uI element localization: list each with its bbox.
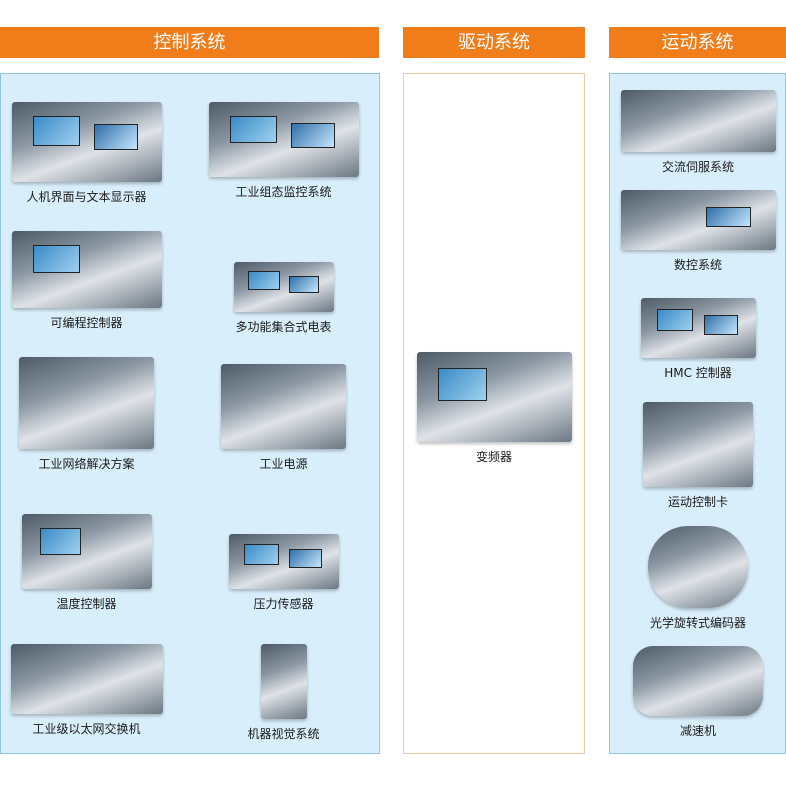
power-meter-icon xyxy=(233,262,334,312)
motion-card-icon xyxy=(643,402,753,487)
motion-card-item[interactable]: 运动控制卡 xyxy=(618,402,778,510)
pressure-sensor-label: 压力传感器 xyxy=(253,597,314,611)
gear-reducer-icon xyxy=(633,646,763,716)
inverter-item[interactable]: 变频器 xyxy=(414,352,574,465)
motion-card-label: 运动控制卡 xyxy=(667,495,728,509)
control-system-header[interactable]: 控制系统 xyxy=(0,27,379,58)
power-supply-icon xyxy=(221,364,346,449)
hmc-controller-label: HMC 控制器 xyxy=(664,366,732,380)
ethernet-switch-icon xyxy=(10,644,163,714)
servo-system-item[interactable]: 交流伺服系统 xyxy=(618,90,778,175)
power-meter-label: 多功能集合式电表 xyxy=(235,320,332,334)
pressure-sensor-item[interactable]: 压力传感器 xyxy=(206,534,361,612)
inverter-label: 变频器 xyxy=(475,450,512,464)
motion-system-header[interactable]: 运动系统 xyxy=(609,27,786,58)
plc-icon xyxy=(11,231,162,308)
hmc-controller-item[interactable]: HMC 控制器 xyxy=(618,298,778,381)
pressure-sensor-icon xyxy=(228,534,339,589)
hmi-display-item[interactable]: 人机界面与文本显示器 xyxy=(9,102,164,205)
power-meter-item[interactable]: 多功能集合式电表 xyxy=(206,262,361,335)
temperature-controller-icon xyxy=(21,514,152,589)
machine-vision-icon xyxy=(260,644,307,719)
scada-monitor-label: 工业组态监控系统 xyxy=(235,185,332,199)
gear-reducer-item[interactable]: 减速机 xyxy=(618,646,778,739)
servo-system-icon xyxy=(620,90,776,152)
scada-monitor-icon xyxy=(208,102,359,177)
rotary-encoder-label: 光学旋转式编码器 xyxy=(649,616,746,630)
cnc-system-label: 数控系统 xyxy=(673,258,722,272)
machine-vision-item[interactable]: 机器视觉系统 xyxy=(206,644,361,742)
machine-vision-label: 机器视觉系统 xyxy=(247,727,320,741)
cnc-system-icon xyxy=(620,190,776,250)
cnc-system-item[interactable]: 数控系统 xyxy=(618,190,778,273)
control-system-panel: 人机界面与文本显示器 工业组态监控系统 可编程控制器 多功能集合式电表 工业网络… xyxy=(0,73,380,754)
motion-system-panel: 交流伺服系统 数控系统 HMC 控制器 运动控制卡 光学旋转式编码器 减速机 xyxy=(609,73,786,754)
network-module-label: 工业网络解决方案 xyxy=(38,457,135,471)
temperature-controller-item[interactable]: 温度控制器 xyxy=(9,514,164,612)
plc-label: 可编程控制器 xyxy=(50,316,123,330)
drive-system-panel: 变频器 xyxy=(403,73,585,754)
hmc-controller-icon xyxy=(640,298,756,358)
gear-reducer-label: 减速机 xyxy=(679,724,716,738)
drive-system-header[interactable]: 驱动系统 xyxy=(403,27,585,58)
scada-monitor-item[interactable]: 工业组态监控系统 xyxy=(206,102,361,200)
power-supply-item[interactable]: 工业电源 xyxy=(206,364,361,472)
rotary-encoder-item[interactable]: 光学旋转式编码器 xyxy=(618,526,778,631)
hmi-display-icon xyxy=(11,102,162,182)
network-module-icon xyxy=(19,357,154,449)
ethernet-switch-label: 工业级以太网交换机 xyxy=(32,722,141,736)
plc-item[interactable]: 可编程控制器 xyxy=(9,231,164,331)
network-module-item[interactable]: 工业网络解决方案 xyxy=(9,357,164,472)
inverter-icon xyxy=(416,352,572,442)
temperature-controller-label: 温度控制器 xyxy=(56,597,117,611)
power-supply-label: 工业电源 xyxy=(259,457,308,471)
ethernet-switch-item[interactable]: 工业级以太网交换机 xyxy=(9,644,164,737)
hmi-display-label: 人机界面与文本显示器 xyxy=(26,190,147,204)
servo-system-label: 交流伺服系统 xyxy=(661,160,734,174)
rotary-encoder-icon xyxy=(648,526,748,608)
